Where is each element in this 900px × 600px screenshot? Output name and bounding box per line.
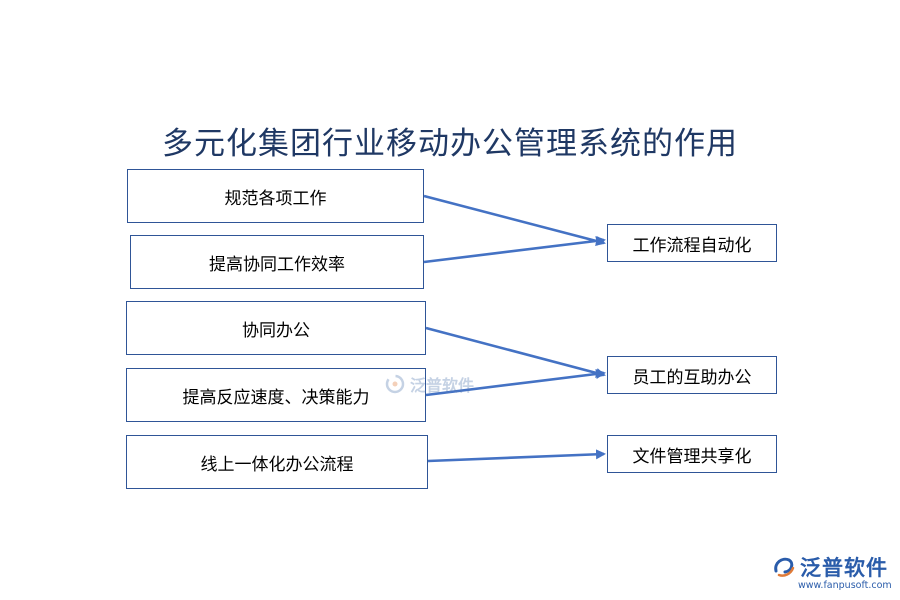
arrow-5 bbox=[427, 449, 606, 463]
left-box-label: 提高协同工作效率 bbox=[209, 254, 345, 275]
right-box-label: 文件管理共享化 bbox=[632, 446, 752, 467]
left-box-2: 提高协同工作效率 bbox=[130, 235, 424, 289]
brand-swirl-icon bbox=[774, 557, 795, 577]
right-box-3: 文件管理共享化 bbox=[607, 435, 777, 473]
logo-url: www.fanpusoft.com bbox=[798, 580, 892, 591]
left-box-label: 提高反应速度、决策能力 bbox=[182, 387, 370, 408]
left-box-3: 协同办公 bbox=[126, 301, 426, 355]
left-box-5: 线上一体化办公流程 bbox=[126, 435, 428, 489]
brand-logo: 泛普软件 www.fanpusoft.com bbox=[772, 552, 896, 596]
arrow-3 bbox=[425, 326, 606, 378]
arrow-2 bbox=[423, 236, 606, 264]
left-box-1: 规范各项工作 bbox=[127, 169, 424, 223]
right-box-label: 员工的互助办公 bbox=[632, 367, 752, 388]
left-box-label: 线上一体化办公流程 bbox=[200, 454, 354, 475]
diagram-title: 多元化集团行业移动办公管理系统的作用 bbox=[162, 126, 738, 162]
arrow-4 bbox=[425, 369, 606, 397]
brand-swirl-icon bbox=[385, 374, 405, 394]
watermark-text: 泛普软件 bbox=[410, 376, 475, 395]
left-box-4: 提高反应速度、决策能力 bbox=[126, 368, 426, 422]
right-box-label: 工作流程自动化 bbox=[632, 235, 752, 256]
right-box-1: 工作流程自动化 bbox=[607, 224, 777, 262]
arrow-1 bbox=[423, 194, 606, 246]
right-box-2: 员工的互助办公 bbox=[607, 356, 777, 394]
left-box-label: 协同办公 bbox=[242, 320, 310, 341]
watermark: 泛普软件 bbox=[384, 372, 474, 396]
logo-text: 泛普软件 bbox=[800, 556, 888, 580]
left-box-label: 规范各项工作 bbox=[224, 188, 327, 209]
